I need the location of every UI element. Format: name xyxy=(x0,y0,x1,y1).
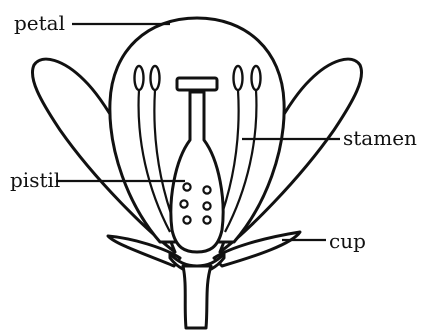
pistil-label: pistil xyxy=(10,168,60,192)
petal-label: petal xyxy=(14,11,65,35)
stigma xyxy=(177,78,217,90)
cup-label: cup xyxy=(329,229,366,253)
stamen-label: stamen xyxy=(343,126,417,150)
stem xyxy=(183,266,211,328)
